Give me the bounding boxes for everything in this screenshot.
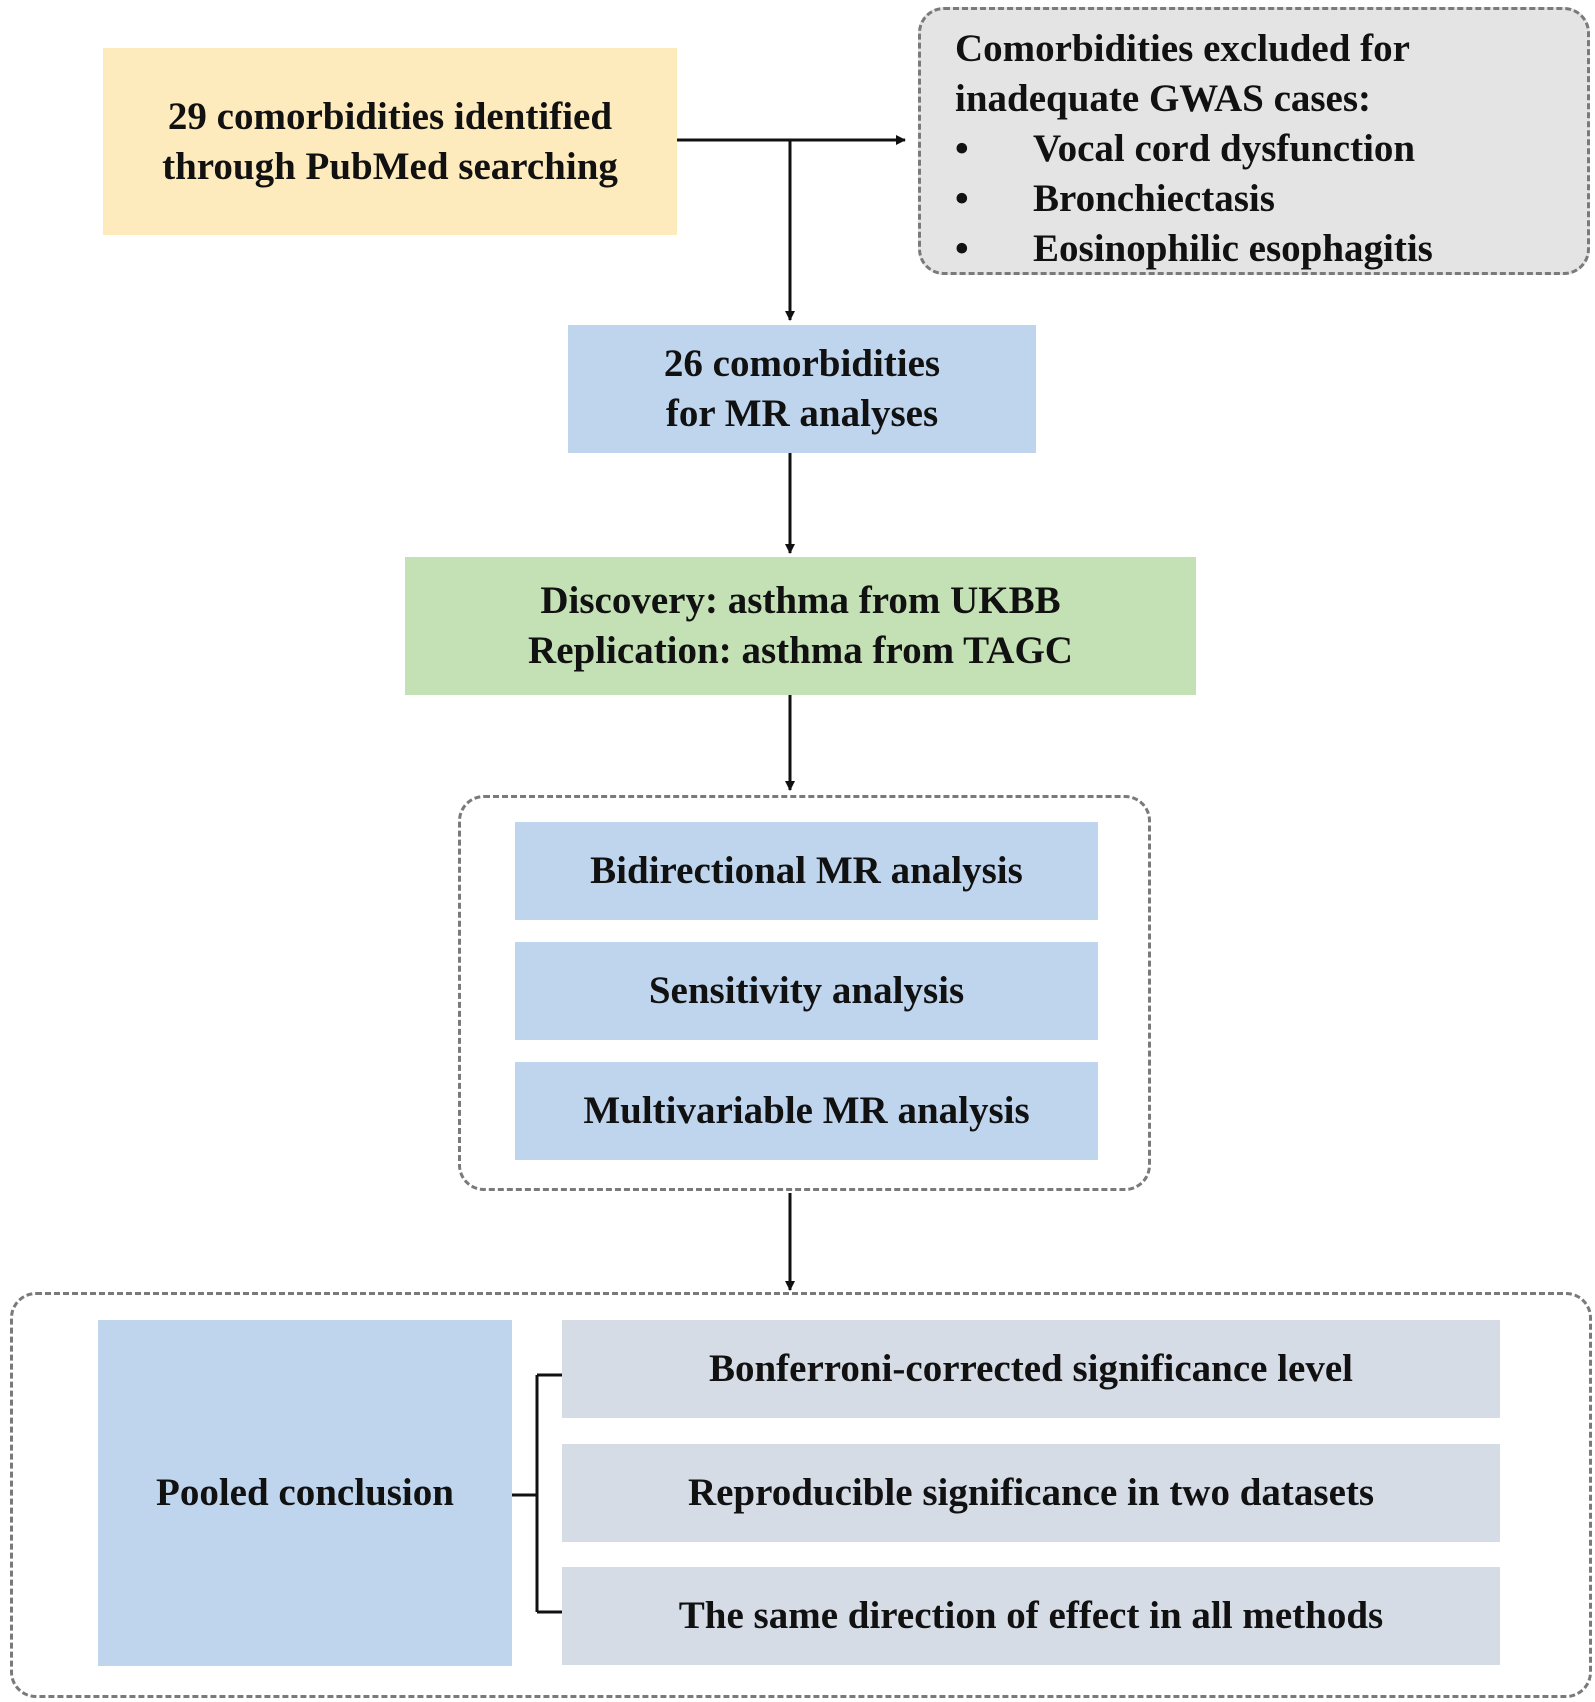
- selected-box: 26 comorbidities for MR analyses: [568, 325, 1036, 453]
- excluded-item: • Bronchiectasis: [955, 174, 1557, 224]
- analyses-group: [458, 795, 1151, 1191]
- criterion-box-reproducible: Reproducible significance in two dataset…: [562, 1444, 1500, 1542]
- excluded-heading-1: Comorbidities excluded for: [955, 27, 1410, 70]
- replication-line: Replication: asthma from TAGC: [528, 629, 1073, 672]
- criterion-label: The same direction of effect in all meth…: [678, 1594, 1384, 1637]
- criterion-label: Bonferroni-corrected significance level: [708, 1347, 1354, 1390]
- criterion-box-direction: The same direction of effect in all meth…: [562, 1567, 1500, 1665]
- analysis-label: Sensitivity analysis: [648, 969, 965, 1012]
- discovery-line: Discovery: asthma from UKBB: [540, 579, 1061, 622]
- excluded-item-label: Vocal cord dysfunction: [1033, 127, 1416, 170]
- bullet-icon: •: [955, 177, 969, 220]
- bullet-icon: •: [955, 127, 969, 170]
- identified-box: 29 comorbidities identified through PubM…: [103, 48, 677, 235]
- excluded-box: Comorbidities excluded for inadequate GW…: [918, 7, 1590, 275]
- excluded-item: • Eosinophilic esophagitis: [955, 224, 1557, 274]
- selected-line-2: for MR analyses: [665, 392, 939, 435]
- excluded-list: •Vocal cord dysfunction •Bronchiectasis …: [955, 124, 1557, 274]
- excluded-heading-2: inadequate GWAS cases:: [955, 77, 1372, 120]
- identified-line-2: through PubMed searching: [162, 144, 618, 188]
- datasets-box: Discovery: asthma from UKBB Replication:…: [405, 557, 1196, 695]
- excluded-item-label: Bronchiectasis: [1033, 177, 1275, 220]
- criterion-box-bonferroni: Bonferroni-corrected significance level: [562, 1320, 1500, 1418]
- analysis-box-sensitivity: Sensitivity analysis: [515, 942, 1098, 1040]
- identified-line-1: 29 comorbidities identified: [167, 94, 613, 138]
- analysis-label: Bidirectional MR analysis: [590, 849, 1023, 892]
- excluded-item-label: Eosinophilic esophagitis: [1033, 227, 1433, 270]
- selected-line-1: 26 comorbidities: [663, 342, 941, 385]
- pooled-conclusion-box: Pooled conclusion: [98, 1320, 512, 1666]
- analysis-box-multivariable: Multivariable MR analysis: [515, 1062, 1098, 1160]
- criterion-label: Reproducible significance in two dataset…: [687, 1471, 1375, 1514]
- excluded-item: • Vocal cord dysfunction: [955, 124, 1557, 174]
- pooled-conclusion-label: Pooled conclusion: [156, 1471, 454, 1514]
- analysis-label: Multivariable MR analysis: [583, 1089, 1030, 1132]
- conclusion-group: [10, 1292, 1592, 1698]
- analysis-box-bidirectional: Bidirectional MR analysis: [515, 822, 1098, 920]
- bullet-icon: •: [955, 227, 969, 270]
